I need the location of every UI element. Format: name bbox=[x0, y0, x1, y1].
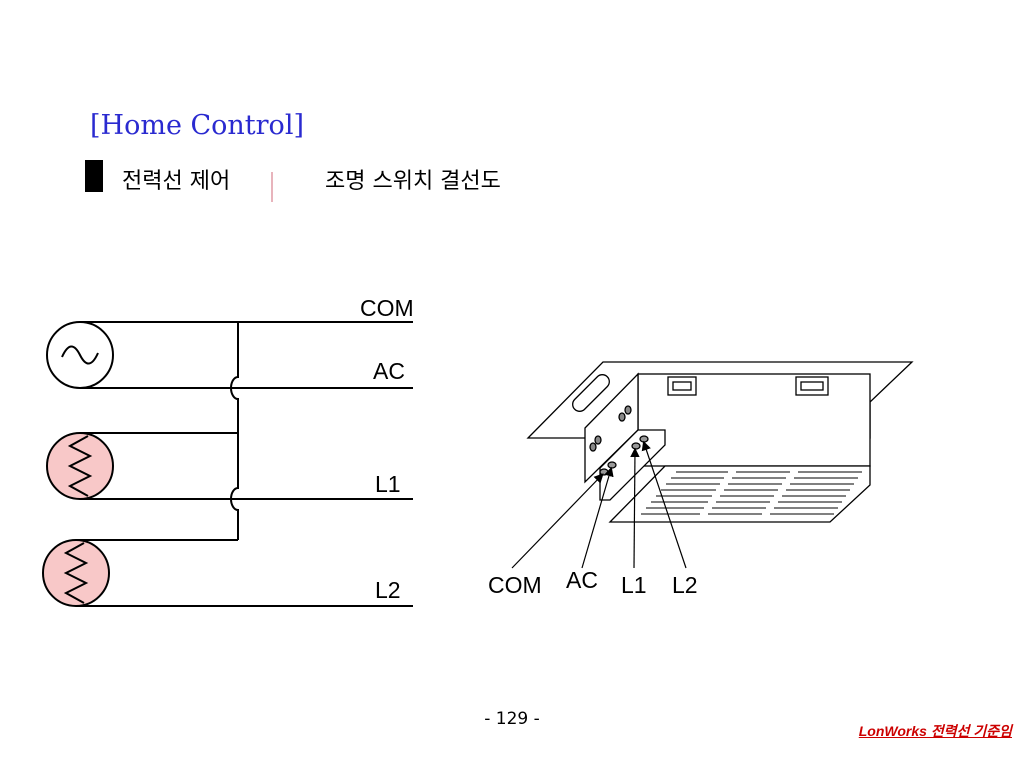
circuit-label-ac: AC bbox=[373, 358, 405, 384]
lamp-2-icon bbox=[42, 539, 110, 607]
circuit-label-l1: L1 bbox=[375, 471, 401, 497]
common-bus bbox=[230, 322, 239, 540]
circuit-schematic bbox=[42, 321, 413, 607]
device-label-l1: L1 bbox=[621, 572, 647, 598]
bracket-hole-4 bbox=[589, 442, 597, 452]
switch-device-illustration bbox=[526, 361, 914, 523]
device-label-ac: AC bbox=[566, 567, 598, 593]
footer-note: LonWorks 전력선 기준임 bbox=[858, 723, 1012, 739]
terminal-screw-l1 bbox=[631, 442, 641, 450]
mounting-slot bbox=[572, 374, 610, 412]
device-label-com: COM bbox=[488, 572, 542, 598]
circuit-label-l2: L2 bbox=[375, 577, 401, 603]
section-label: 전력선 제어 bbox=[122, 169, 231, 194]
leader-l2 bbox=[641, 440, 687, 569]
section-divider bbox=[271, 172, 273, 202]
bullet-square bbox=[85, 160, 103, 192]
terminal-tab-1-inner bbox=[672, 381, 692, 391]
terminal-screw-com bbox=[599, 468, 609, 476]
bracket-hole-1 bbox=[624, 405, 632, 415]
leader-com bbox=[511, 473, 604, 569]
section-subtitle: 조명 스위치 결선도 bbox=[325, 169, 501, 194]
terminal-tab-2-inner bbox=[800, 381, 824, 391]
device-label-l2: L2 bbox=[672, 572, 698, 598]
leader-ac bbox=[581, 466, 614, 569]
bracket-hole-3 bbox=[594, 435, 602, 445]
circuit-label-com: COM bbox=[360, 295, 414, 321]
leader-lines bbox=[511, 440, 687, 569]
lamp-1-icon bbox=[46, 432, 114, 500]
leader-l1 bbox=[630, 447, 640, 569]
vent-slots bbox=[641, 471, 862, 515]
page-number: - 129 - bbox=[484, 709, 540, 729]
page-title: [Home Control] bbox=[90, 110, 304, 141]
terminal-screw-ac bbox=[607, 461, 617, 469]
ac-source-icon bbox=[46, 321, 114, 389]
terminal-screw-l2 bbox=[639, 435, 649, 443]
bracket-hole-2 bbox=[618, 412, 626, 422]
